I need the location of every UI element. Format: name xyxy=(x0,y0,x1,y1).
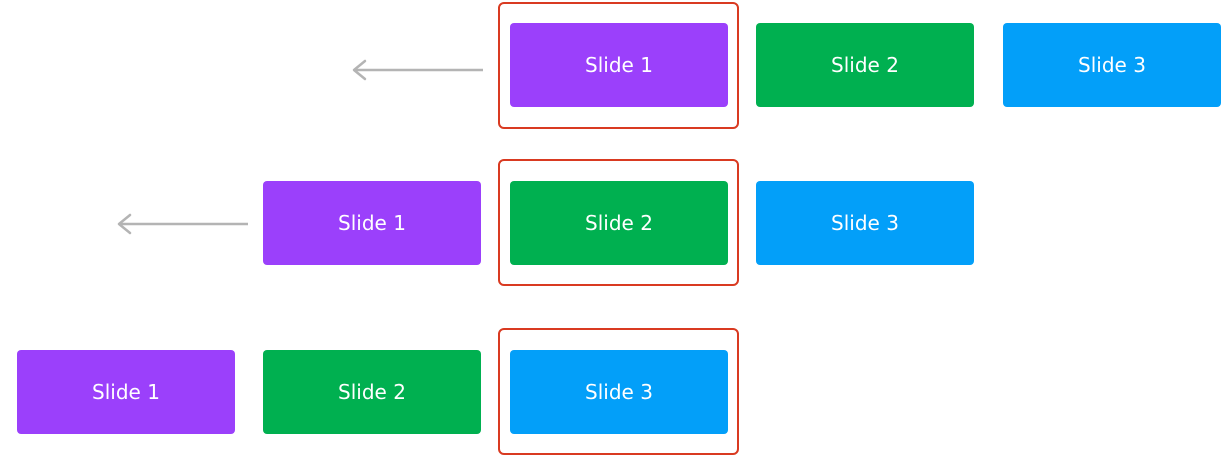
slide-3: Slide 3 xyxy=(756,181,974,265)
active-slide-frame xyxy=(498,159,739,286)
slide-1: Slide 1 xyxy=(17,350,235,434)
slide-2: Slide 2 xyxy=(510,181,728,265)
slide-3: Slide 3 xyxy=(510,350,728,434)
slide-1: Slide 1 xyxy=(263,181,481,265)
active-slide-frame xyxy=(498,328,739,455)
slide-2: Slide 2 xyxy=(756,23,974,107)
slide-2: Slide 2 xyxy=(263,350,481,434)
left-arrow-icon xyxy=(117,213,248,235)
active-slide-frame xyxy=(498,2,739,129)
left-arrow-icon xyxy=(352,59,483,81)
slide-1: Slide 1 xyxy=(510,23,728,107)
slide-3: Slide 3 xyxy=(1003,23,1221,107)
